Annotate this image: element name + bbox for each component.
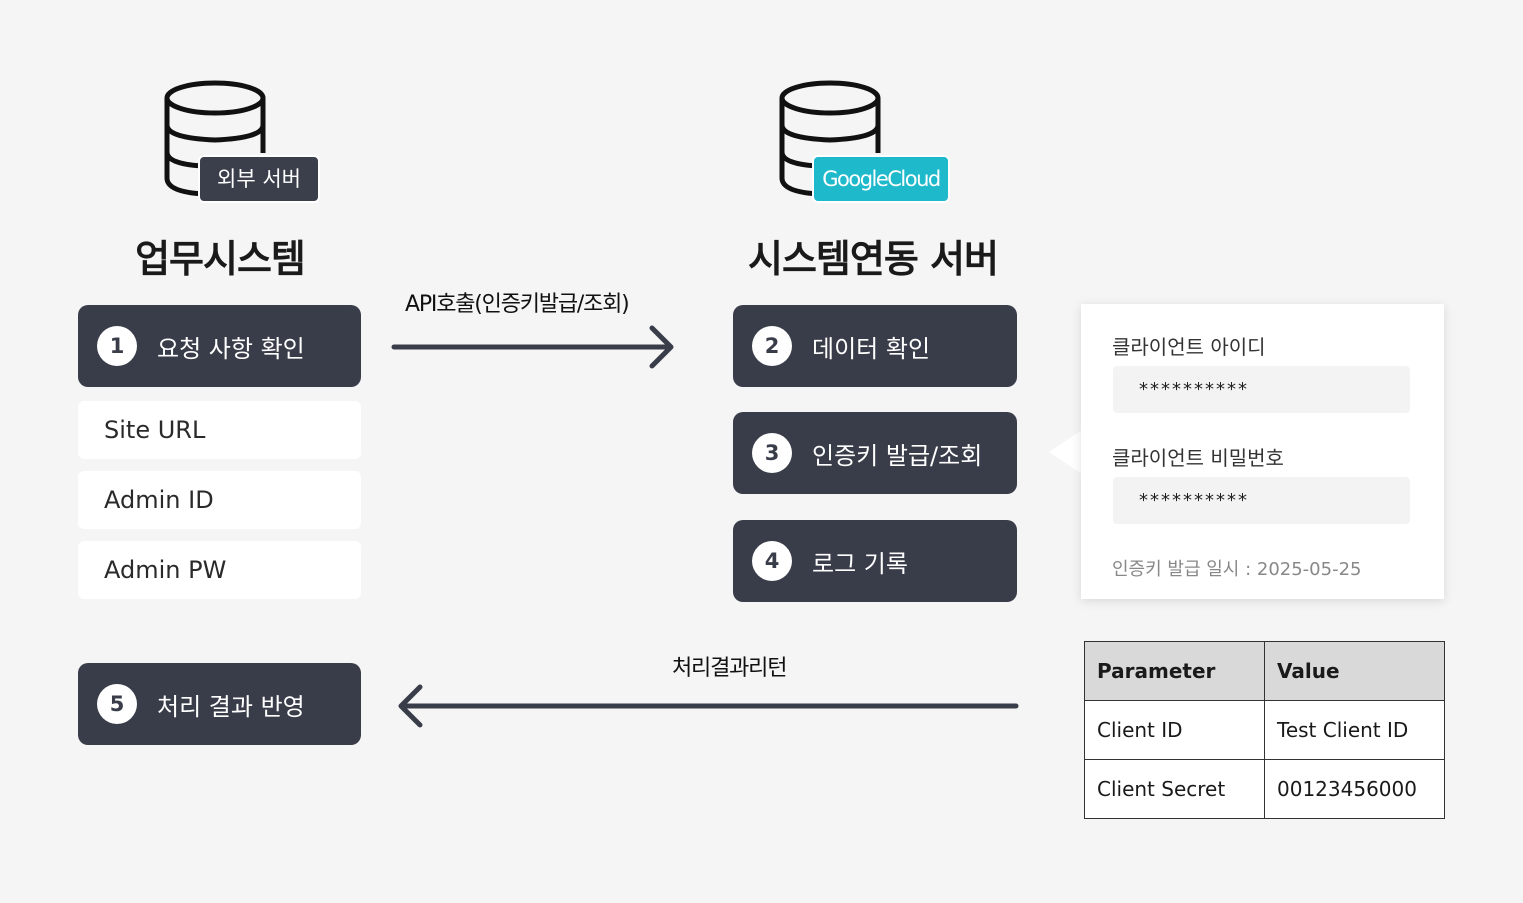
- table-header: Value: [1264, 641, 1445, 701]
- step-label: 요청 사항 확인: [157, 334, 305, 363]
- step-label: 데이터 확인: [812, 334, 931, 363]
- response-flow-label: 처리결과리턴: [672, 656, 787, 681]
- external-server-badge: 외부 서버: [198, 155, 320, 203]
- client-secret-value: **********: [1113, 477, 1410, 524]
- card-pointer: [1049, 430, 1082, 474]
- database-icon: [779, 80, 881, 197]
- step-5-apply-result: 5 처리 결과 반영: [78, 663, 361, 745]
- step-label: 처리 결과 반영: [157, 692, 305, 721]
- admin-id-field: Admin ID: [78, 471, 361, 529]
- step-number: 5: [97, 684, 137, 724]
- step-number: 3: [752, 433, 792, 473]
- step-label: 로그 기록: [812, 549, 908, 578]
- table-cell: Test Client ID: [1264, 700, 1445, 760]
- table-header: Parameter: [1084, 641, 1265, 701]
- left-system-title: 업무시스템: [135, 237, 306, 281]
- step-number: 4: [752, 541, 792, 581]
- table-row: Client ID Test Client ID: [1084, 700, 1445, 760]
- arrow-left-icon: [398, 684, 1019, 728]
- site-url-field: Site URL: [78, 401, 361, 459]
- step-1-request-check: 1 요청 사항 확인: [78, 305, 361, 387]
- step-number: 1: [97, 326, 137, 366]
- issued-date-note: 인증키 발급 일시 : 2025-05-25: [1112, 559, 1362, 580]
- client-id-value: **********: [1113, 366, 1410, 413]
- admin-pw-field: Admin PW: [78, 541, 361, 599]
- table-cell: Client Secret: [1084, 759, 1265, 819]
- credential-card: 클라이언트 아이디 ********** 클라이언트 비밀번호 ********…: [1081, 304, 1444, 599]
- database-icon: [164, 80, 266, 197]
- arrow-right-icon: [391, 325, 674, 369]
- step-4-log-record: 4 로그 기록: [733, 520, 1017, 602]
- step-2-data-check: 2 데이터 확인: [733, 305, 1017, 387]
- client-secret-label: 클라이언트 비밀번호: [1112, 446, 1284, 470]
- step-label: 인증키 발급/조회: [812, 441, 983, 470]
- google-cloud-badge: GoogleCloud: [812, 155, 950, 203]
- parameter-table: Parameter Value Client ID Test Client ID…: [1084, 641, 1445, 819]
- right-system-title: 시스템연동 서버: [748, 237, 999, 281]
- table-row: Client Secret 00123456000: [1084, 759, 1445, 819]
- step-3-auth-key: 3 인증키 발급/조회: [733, 412, 1017, 494]
- request-flow-label: API호출(인증키발급/조회): [405, 292, 630, 317]
- table-cell: 00123456000: [1264, 759, 1445, 819]
- client-id-label: 클라이언트 아이디: [1112, 335, 1266, 359]
- table-cell: Client ID: [1084, 700, 1265, 760]
- step-number: 2: [752, 326, 792, 366]
- table-header-row: Parameter Value: [1084, 641, 1445, 701]
